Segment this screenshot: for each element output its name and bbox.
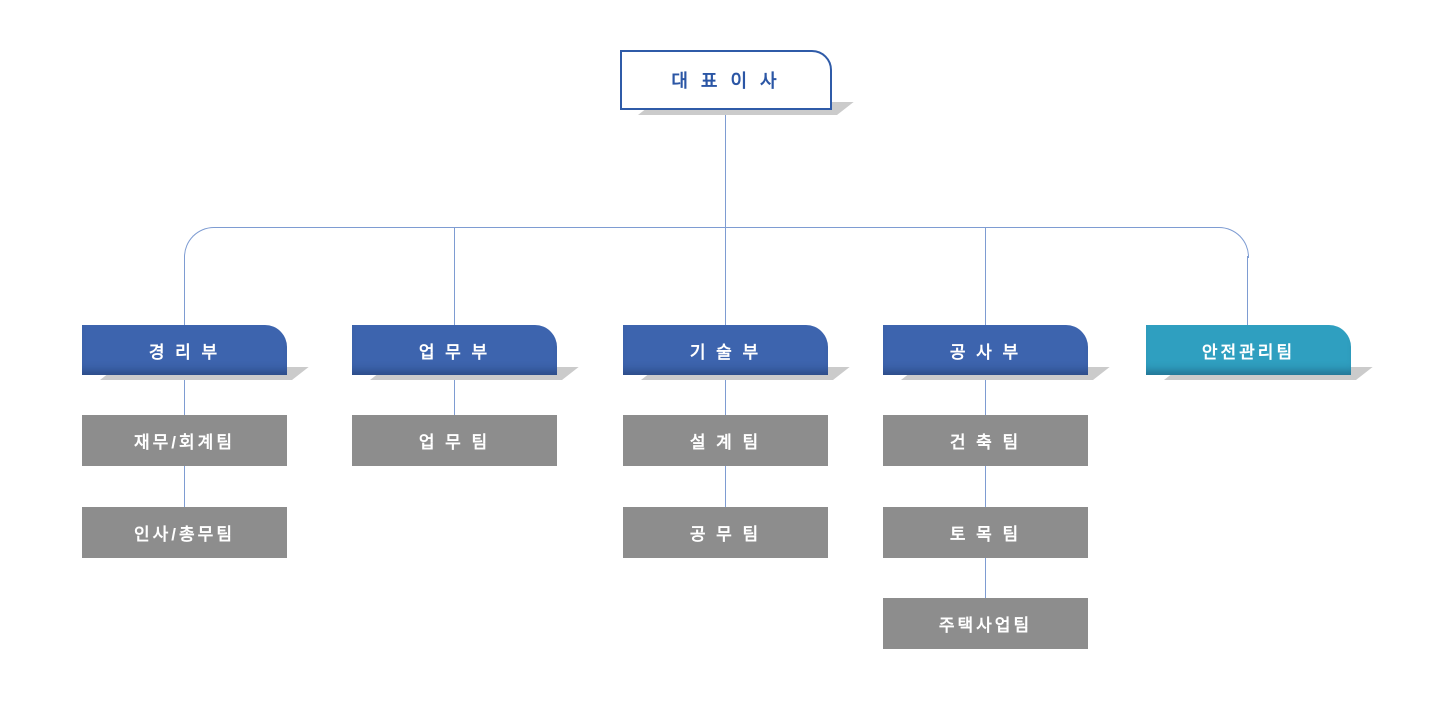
connector-corner-right: [1218, 227, 1249, 258]
team-label: 인사/총무팀: [134, 525, 235, 544]
team-label: 설 계 팀: [689, 433, 762, 452]
connector-team2-team3-col4: [985, 558, 986, 598]
org-node-ceo: 대 표 이 사: [620, 50, 854, 115]
connector-corner-left: [184, 227, 215, 258]
connector-team1-team2-col3: [725, 466, 726, 507]
org-node-team-business: 업 무 팀: [352, 415, 557, 466]
team-label: 주택사업팀: [938, 616, 1033, 635]
connector-root-drop: [725, 110, 726, 325]
team-label: 재무/회계팀: [134, 433, 235, 452]
team-label: 업 무 팀: [418, 433, 491, 452]
connector-drop-dept2: [454, 227, 455, 325]
dept-label: 업 무 부: [418, 342, 491, 362]
connector-horizontal: [214, 227, 1218, 228]
connector-team1-team2-col1: [184, 466, 185, 507]
dept-label: 공 사 부: [949, 342, 1022, 362]
org-node-team-finance-accounting: 재무/회계팀: [82, 415, 287, 466]
dept-label: 안전관리팀: [1201, 342, 1296, 362]
dept-label: 기 술 부: [689, 342, 762, 362]
org-node-team-housing-business: 주택사업팀: [883, 598, 1088, 649]
connector-drop-dept1: [184, 256, 185, 325]
connector-drop-dept4: [985, 227, 986, 325]
org-node-dept-construction: 공 사 부: [883, 325, 1110, 380]
org-node-team-civil-engineering: 토 목 팀: [883, 507, 1088, 558]
ceo-label: 대 표 이 사: [671, 71, 781, 91]
connector-dept3-team1: [725, 375, 726, 415]
connector-dept4-team1: [985, 375, 986, 415]
org-node-team-hr-general-affairs: 인사/총무팀: [82, 507, 287, 558]
org-node-team-design: 설 계 팀: [623, 415, 828, 466]
connector-team1-team2-col4: [985, 466, 986, 507]
connector-dept1-team1: [184, 375, 185, 415]
org-node-team-engineering-affairs: 공 무 팀: [623, 507, 828, 558]
dept-label: 경 리 부: [148, 342, 221, 362]
org-node-dept-business: 업 무 부: [352, 325, 579, 380]
org-node-team-safety-management: 안전관리팀: [1146, 325, 1373, 380]
team-label: 공 무 팀: [689, 525, 762, 544]
team-label: 건 축 팀: [949, 433, 1022, 452]
connector-drop-dept5: [1247, 256, 1248, 325]
org-node-dept-accounting: 경 리 부: [82, 325, 309, 380]
team-label: 토 목 팀: [949, 525, 1022, 544]
org-node-team-architecture: 건 축 팀: [883, 415, 1088, 466]
connector-dept2-team1: [454, 375, 455, 415]
org-node-dept-technical: 기 술 부: [623, 325, 850, 380]
